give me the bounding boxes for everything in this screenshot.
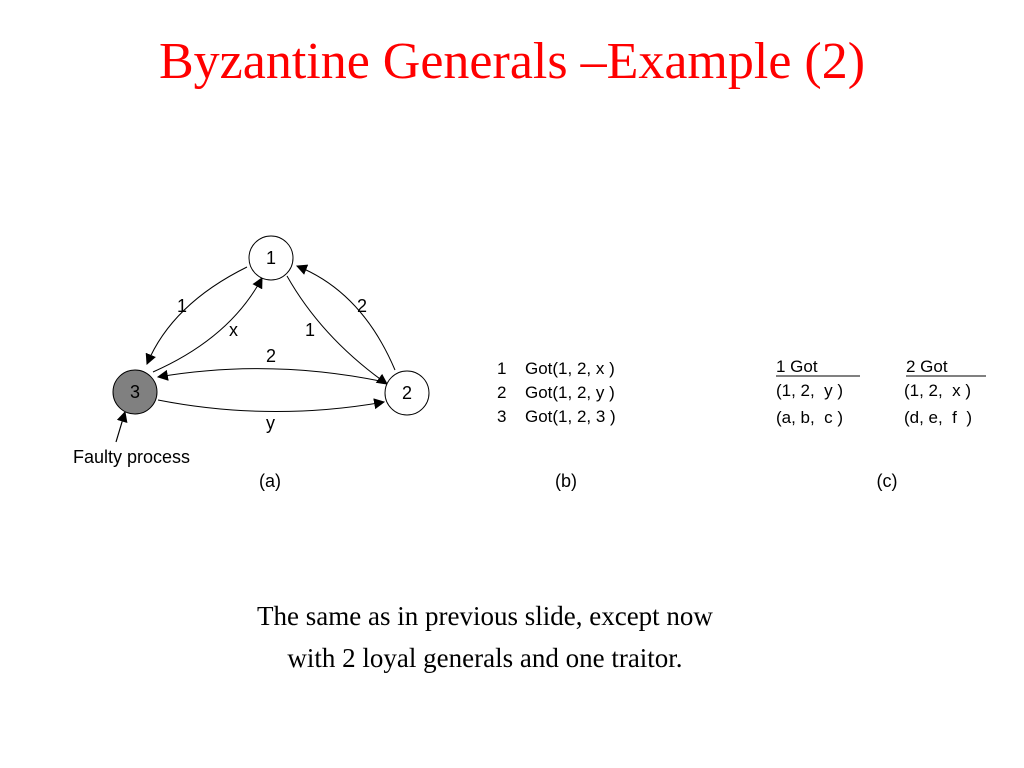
edge-label-2-to-1: 2 [357,296,367,316]
edge-label-1-to-3: 1 [177,296,187,316]
edge-label-3-to-1: x [229,320,238,340]
panel-a: 1 x 1 2 2 y 1 2 3 Faulty process (a) [73,235,430,491]
edge-2-to-1 [295,264,396,371]
panel-c-col-2-row-1: (1, 2, x ) [904,381,971,400]
caption-line-1: The same as in previous slide, except no… [257,601,713,631]
edge-label-1-to-2: 1 [305,320,315,340]
panel-b-row-1-id: 1 [497,359,506,378]
panel-b: 1 Got(1, 2, x ) 2 Got(1, 2, y ) 3 Got(1,… [497,359,616,491]
panel-c-col-1-header: 1 Got [776,357,818,376]
node-2: 2 [384,370,430,416]
panel-b-caption: (b) [555,471,577,491]
panel-c-col-2-row-2: (d, e, f ) [904,408,972,427]
panel-c-col-2-header: 2 Got [906,357,948,376]
node-1-label: 1 [266,248,276,268]
edge-label-3-to-2: y [266,413,275,433]
edge-2-to-3 [156,368,386,383]
panel-a-caption: (a) [259,471,281,491]
panel-c-caption: (c) [877,471,898,491]
edge-1-to-2 [286,275,388,385]
panel-b-row-2-id: 2 [497,383,506,402]
panel-b-row-3-got: Got(1, 2, 3 ) [525,407,616,426]
panel-b-row-2-got: Got(1, 2, y ) [525,383,615,402]
node-1: 1 [248,235,294,281]
faulty-pointer-arrow [115,410,128,443]
panel-b-row-1-got: Got(1, 2, x ) [525,359,615,378]
byzantine-figure: 1 x 1 2 2 y 1 2 3 Faulty process (a) 1 G… [73,235,986,491]
edge-label-2-to-3: 2 [266,346,276,366]
node-2-label: 2 [402,383,412,403]
faulty-process-label: Faulty process [73,447,190,467]
panel-c-col-1-row-2: (a, b, c ) [776,408,843,427]
node-3-label: 3 [130,382,140,402]
edge-3-to-1 [152,277,263,373]
edge-1-to-3 [145,266,248,366]
panel-c-col-1-row-1: (1, 2, y ) [776,381,843,400]
panel-b-row-3-id: 3 [497,407,506,426]
panel-c: 1 Got (1, 2, y ) (a, b, c ) 2 Got (1, 2,… [776,357,986,491]
node-3-faulty: 3 [112,369,158,415]
slide-title: Byzantine Generals –Example (2) [158,33,866,90]
caption-line-2: with 2 loyal generals and one traitor. [287,643,683,673]
edge-3-to-2 [157,398,386,412]
